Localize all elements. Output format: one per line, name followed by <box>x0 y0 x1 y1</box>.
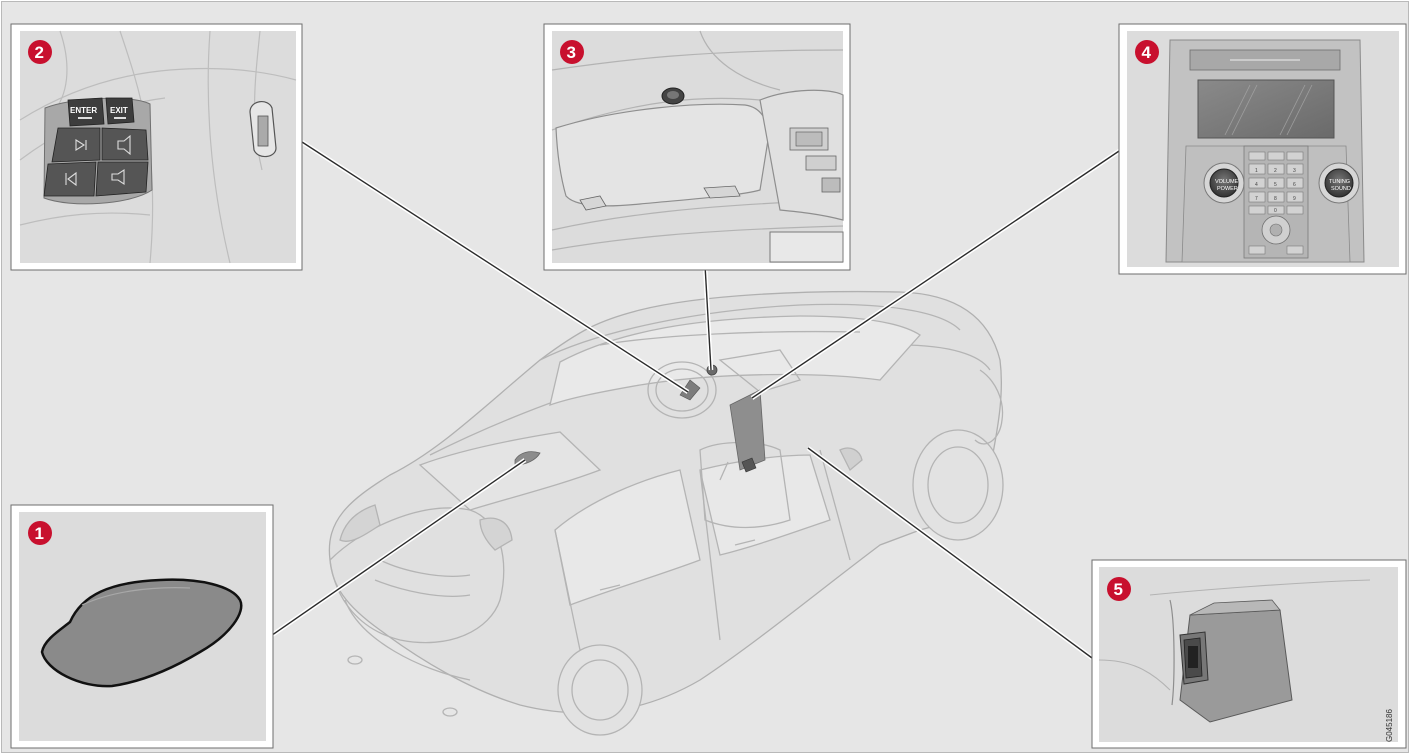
key-3: 3 <box>1293 168 1296 174</box>
key-1: 1 <box>1255 168 1258 174</box>
badge-2-label: 2 <box>35 43 44 62</box>
callout-5-aux-usb: 5 G045186 <box>1092 560 1406 748</box>
key-6: 6 <box>1293 182 1296 188</box>
callout-1-antenna: 1 <box>11 505 273 748</box>
figure-code: G045186 <box>1385 709 1394 742</box>
badge-5-label: 5 <box>1114 580 1123 599</box>
badge-4-label: 4 <box>1142 43 1152 62</box>
key-0: 0 <box>1274 208 1277 214</box>
car-illustration <box>329 292 1003 735</box>
badge-1-label: 1 <box>35 524 44 543</box>
enter-key-label: ENTER <box>70 106 97 115</box>
key-5: 5 <box>1274 182 1277 188</box>
power-knob-label: POWER <box>1217 186 1238 192</box>
sound-knob-label: SOUND <box>1331 186 1351 192</box>
key-9: 9 <box>1293 196 1296 202</box>
tuning-knob-label: TUNING <box>1329 179 1350 185</box>
callout-4-center-console: 1 2 3 4 5 6 7 8 9 0 VOLUME POWER TUNING … <box>1119 24 1406 274</box>
callout-3-microphone: 3 <box>544 24 850 270</box>
key-7: 7 <box>1255 196 1258 202</box>
volume-knob-label: VOLUME <box>1215 179 1239 185</box>
key-2: 2 <box>1274 168 1277 174</box>
key-4: 4 <box>1255 182 1258 188</box>
badge-3-label: 3 <box>567 43 576 62</box>
callout-2-steering-controls: ENTER EXIT 2 <box>11 24 302 270</box>
exit-key-label: EXIT <box>110 106 128 115</box>
key-8: 8 <box>1274 196 1277 202</box>
